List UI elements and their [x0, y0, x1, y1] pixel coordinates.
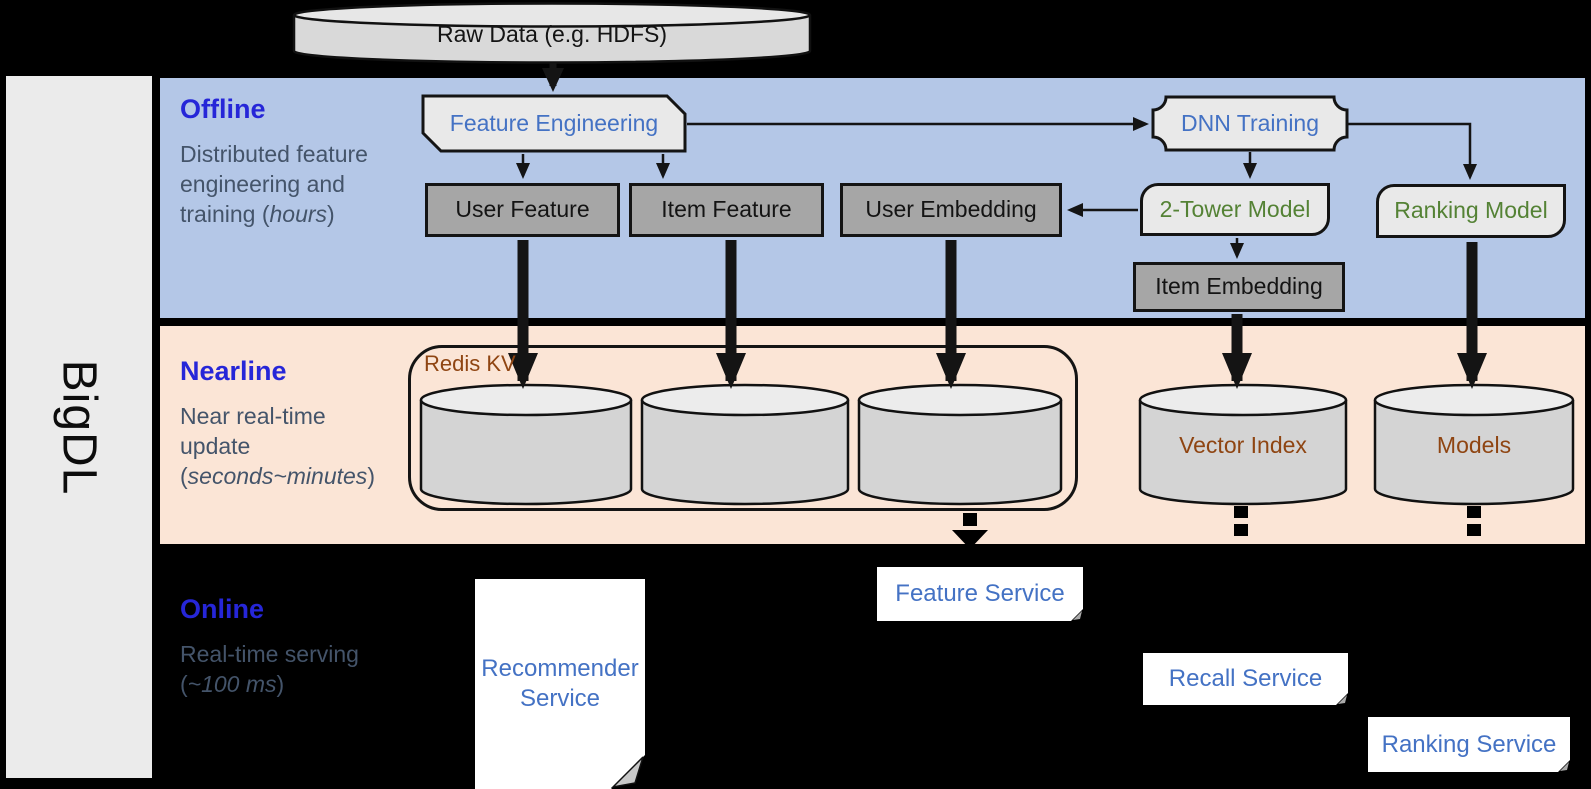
online-subtitle: Real-time serving (~100 ms) — [180, 640, 360, 700]
dnn-training-label: DNN Training — [1180, 110, 1320, 136]
redis-shard-cylinder-2-top — [640, 383, 850, 417]
item-feature-node: Item Feature — [629, 183, 824, 237]
bigdl-label: BigDL — [52, 359, 106, 495]
page-fold-flap — [1073, 611, 1082, 620]
redis-shard-cylinder-2 — [640, 400, 850, 506]
arrow-dnn-training-to-ranking-model — [1347, 122, 1477, 180]
item-embedding-node: Item Embedding — [1133, 262, 1345, 312]
page-fold-cut — [1335, 692, 1349, 706]
redis-shard-cylinder-1 — [419, 400, 633, 506]
dashed-connector-vector-index-1 — [1234, 506, 1248, 518]
ranking-service-label: Ranking Service — [1381, 730, 1557, 758]
feature-engineering-node — [421, 94, 687, 153]
recall-service-node: Recall Service — [1143, 653, 1349, 706]
dashed-connector-vector-index-2 — [1234, 524, 1248, 536]
page-fold-icon — [1335, 692, 1349, 706]
vector-index-cylinder — [1138, 400, 1348, 506]
redis-shard-cylinder-3-top — [857, 383, 1063, 417]
dashed-connector-models-2 — [1467, 524, 1481, 536]
nearline-subtitle-italic: seconds~minutes — [187, 462, 368, 489]
page-fold-flap — [1338, 695, 1347, 704]
dashed-connector-redis-arrowhead — [952, 530, 988, 549]
page-fold-flap — [610, 756, 644, 789]
vector-index-cylinder-top — [1138, 383, 1348, 417]
user-feature-node: User Feature — [425, 183, 620, 237]
redis-kv-container — [408, 345, 1078, 511]
raw-data-label: Raw Data (e.g. HDFS) — [436, 20, 668, 47]
ranking-model-node: Ranking Model — [1376, 184, 1566, 238]
page-fold-flap — [1560, 762, 1569, 771]
feature-service-node: Feature Service — [877, 567, 1084, 622]
dnn-training-node — [1151, 95, 1349, 152]
bigdl-sidebar: BigDL — [6, 76, 152, 778]
nearline-title: Nearline — [180, 356, 287, 386]
feature-engineering-label: Feature Engineering — [449, 110, 659, 136]
offline-subtitle-text: Distributed feature engineering and trai… — [180, 141, 368, 227]
page-fold-icon — [610, 754, 646, 789]
recommender-service-label: Recommender Service — [481, 655, 639, 712]
offline-subtitle-italic: hours — [269, 200, 328, 227]
ranking-service-node: Ranking Service — [1368, 717, 1571, 773]
raw-data-cylinder — [292, 15, 812, 64]
feature-service-label: Feature Service — [895, 580, 1065, 607]
nearline-subtitle: Near real-time update (seconds~minutes) — [180, 402, 385, 492]
raw-data-cylinder-top — [292, 2, 812, 28]
page-fold-cut — [1557, 759, 1571, 773]
models-label: Models — [1436, 431, 1512, 458]
online-subtitle-text: Real-time serving ( — [180, 641, 359, 697]
page-fold-icon — [1557, 759, 1571, 773]
nearline-subtitle-text: Near real-time update ( — [180, 403, 326, 489]
models-cylinder-top — [1373, 383, 1575, 417]
redis-shard-cylinder-3 — [857, 400, 1063, 506]
recommender-service-node: Recommender Service — [475, 579, 646, 789]
offline-subtitle: Distributed feature engineering and trai… — [180, 140, 380, 230]
online-subtitle-italic: ~100 ms — [187, 670, 277, 697]
offline-title: Offline — [180, 94, 266, 124]
vector-index-label: Vector Index — [1179, 431, 1307, 458]
user-embedding-node: User Embedding — [840, 183, 1062, 237]
nearline-subtitle-suffix: ) — [367, 462, 375, 489]
redis-shard-cylinder-1-top — [419, 383, 633, 417]
online-title: Online — [180, 594, 265, 624]
two-tower-model-node: 2-Tower Model — [1140, 183, 1330, 236]
dashed-connector-models-1 — [1467, 506, 1481, 518]
page-fold-cut — [1070, 608, 1084, 622]
online-subtitle-suffix: ) — [276, 670, 285, 697]
page-fold-icon — [1070, 608, 1084, 622]
offline-subtitle-suffix: ) — [327, 200, 335, 227]
models-cylinder — [1373, 400, 1575, 506]
recall-service-label: Recall Service — [1168, 665, 1323, 692]
redis-kv-label: Redis KV — [424, 351, 516, 376]
dashed-connector-redis-to-feature-service — [963, 513, 977, 526]
